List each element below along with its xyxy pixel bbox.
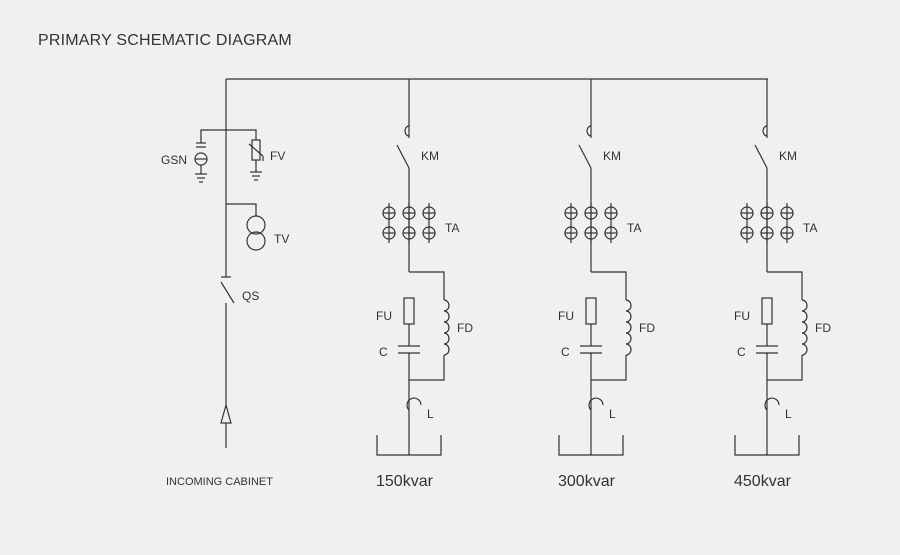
fuse-symbol bbox=[403, 297, 415, 325]
tv-label: TV bbox=[274, 232, 289, 246]
c-label: C bbox=[737, 345, 746, 359]
discharge-coil-symbol bbox=[801, 299, 808, 356]
qs-label: QS bbox=[242, 289, 259, 303]
surge-tap-line bbox=[226, 129, 257, 140]
discharge-coil-wire bbox=[591, 355, 627, 381]
km-label: KM bbox=[779, 149, 797, 163]
fu-label: FU bbox=[558, 309, 574, 323]
contactor-switch-symbol bbox=[754, 144, 768, 169]
outlet-bracket-symbol bbox=[376, 435, 442, 456]
l-label: L bbox=[785, 407, 792, 421]
fv-label: FV bbox=[270, 149, 285, 163]
fu-label: FU bbox=[734, 309, 750, 323]
fd-label: FD bbox=[815, 321, 831, 335]
incoming-arrow-icon bbox=[220, 402, 232, 424]
branch-rating-label: 150kvar bbox=[376, 473, 434, 490]
km-label: KM bbox=[421, 149, 439, 163]
incoming-cabinet: GSN FV TV QS INCOMING CABINET bbox=[161, 79, 289, 488]
discharge-coil-wire bbox=[591, 271, 627, 300]
reactor-symbol bbox=[764, 397, 780, 411]
contactor-arc-symbol bbox=[762, 125, 768, 137]
capacitor-branch: KM TA FU C FD L 450kvar bbox=[734, 79, 831, 490]
outlet-bracket-symbol bbox=[558, 435, 624, 456]
capacitor-branch: KM TA FU C FD L 300kvar bbox=[558, 79, 655, 490]
c-label: C bbox=[379, 345, 388, 359]
capacitor-branches: KM TA FU C FD L 150kvar KM TA FU C FD L 300kvar KM TA FU… bbox=[376, 79, 831, 490]
contactor-switch-symbol bbox=[578, 144, 592, 169]
branch-rating-label: 300kvar bbox=[558, 473, 616, 490]
capacitor-branch: KM TA FU C FD L 150kvar bbox=[376, 79, 473, 490]
l-label: L bbox=[609, 407, 616, 421]
ta-label: TA bbox=[445, 221, 459, 235]
discharge-coil-symbol bbox=[625, 299, 632, 356]
fu-label: FU bbox=[376, 309, 392, 323]
contactor-arc-symbol bbox=[404, 125, 410, 137]
discharge-coil-wire bbox=[409, 271, 445, 300]
ta-label: TA bbox=[627, 221, 641, 235]
discharge-coil-wire bbox=[767, 355, 803, 381]
branch-rating-label: 450kvar bbox=[734, 473, 792, 490]
fuse-symbol bbox=[585, 297, 597, 325]
l-label: L bbox=[427, 407, 434, 421]
discharge-coil-wire bbox=[767, 271, 803, 300]
voltage-transformer-symbol bbox=[246, 215, 266, 251]
contactor-switch-symbol bbox=[396, 144, 410, 169]
page-title: PRIMARY SCHEMATIC DIAGRAM bbox=[38, 32, 292, 49]
ta-label: TA bbox=[803, 221, 817, 235]
discharge-counter-symbol bbox=[194, 142, 208, 183]
c-label: C bbox=[561, 345, 570, 359]
fuse-symbol bbox=[761, 297, 773, 325]
gsn-label: GSN bbox=[161, 153, 187, 167]
surge-arrester-symbol bbox=[248, 139, 264, 181]
km-label: KM bbox=[603, 149, 621, 163]
vt-tap-line bbox=[226, 203, 257, 216]
contactor-arc-symbol bbox=[586, 125, 592, 137]
outlet-bracket-symbol bbox=[734, 435, 800, 456]
reactor-symbol bbox=[406, 397, 422, 411]
discharge-coil-symbol bbox=[443, 299, 450, 356]
discharge-coil-wire bbox=[409, 355, 445, 381]
incoming-cabinet-caption: INCOMING CABINET bbox=[166, 476, 273, 488]
reactor-symbol bbox=[588, 397, 604, 411]
fd-label: FD bbox=[639, 321, 655, 335]
disconnector-symbol bbox=[220, 276, 235, 304]
surge-tap-line bbox=[200, 129, 226, 143]
fd-label: FD bbox=[457, 321, 473, 335]
